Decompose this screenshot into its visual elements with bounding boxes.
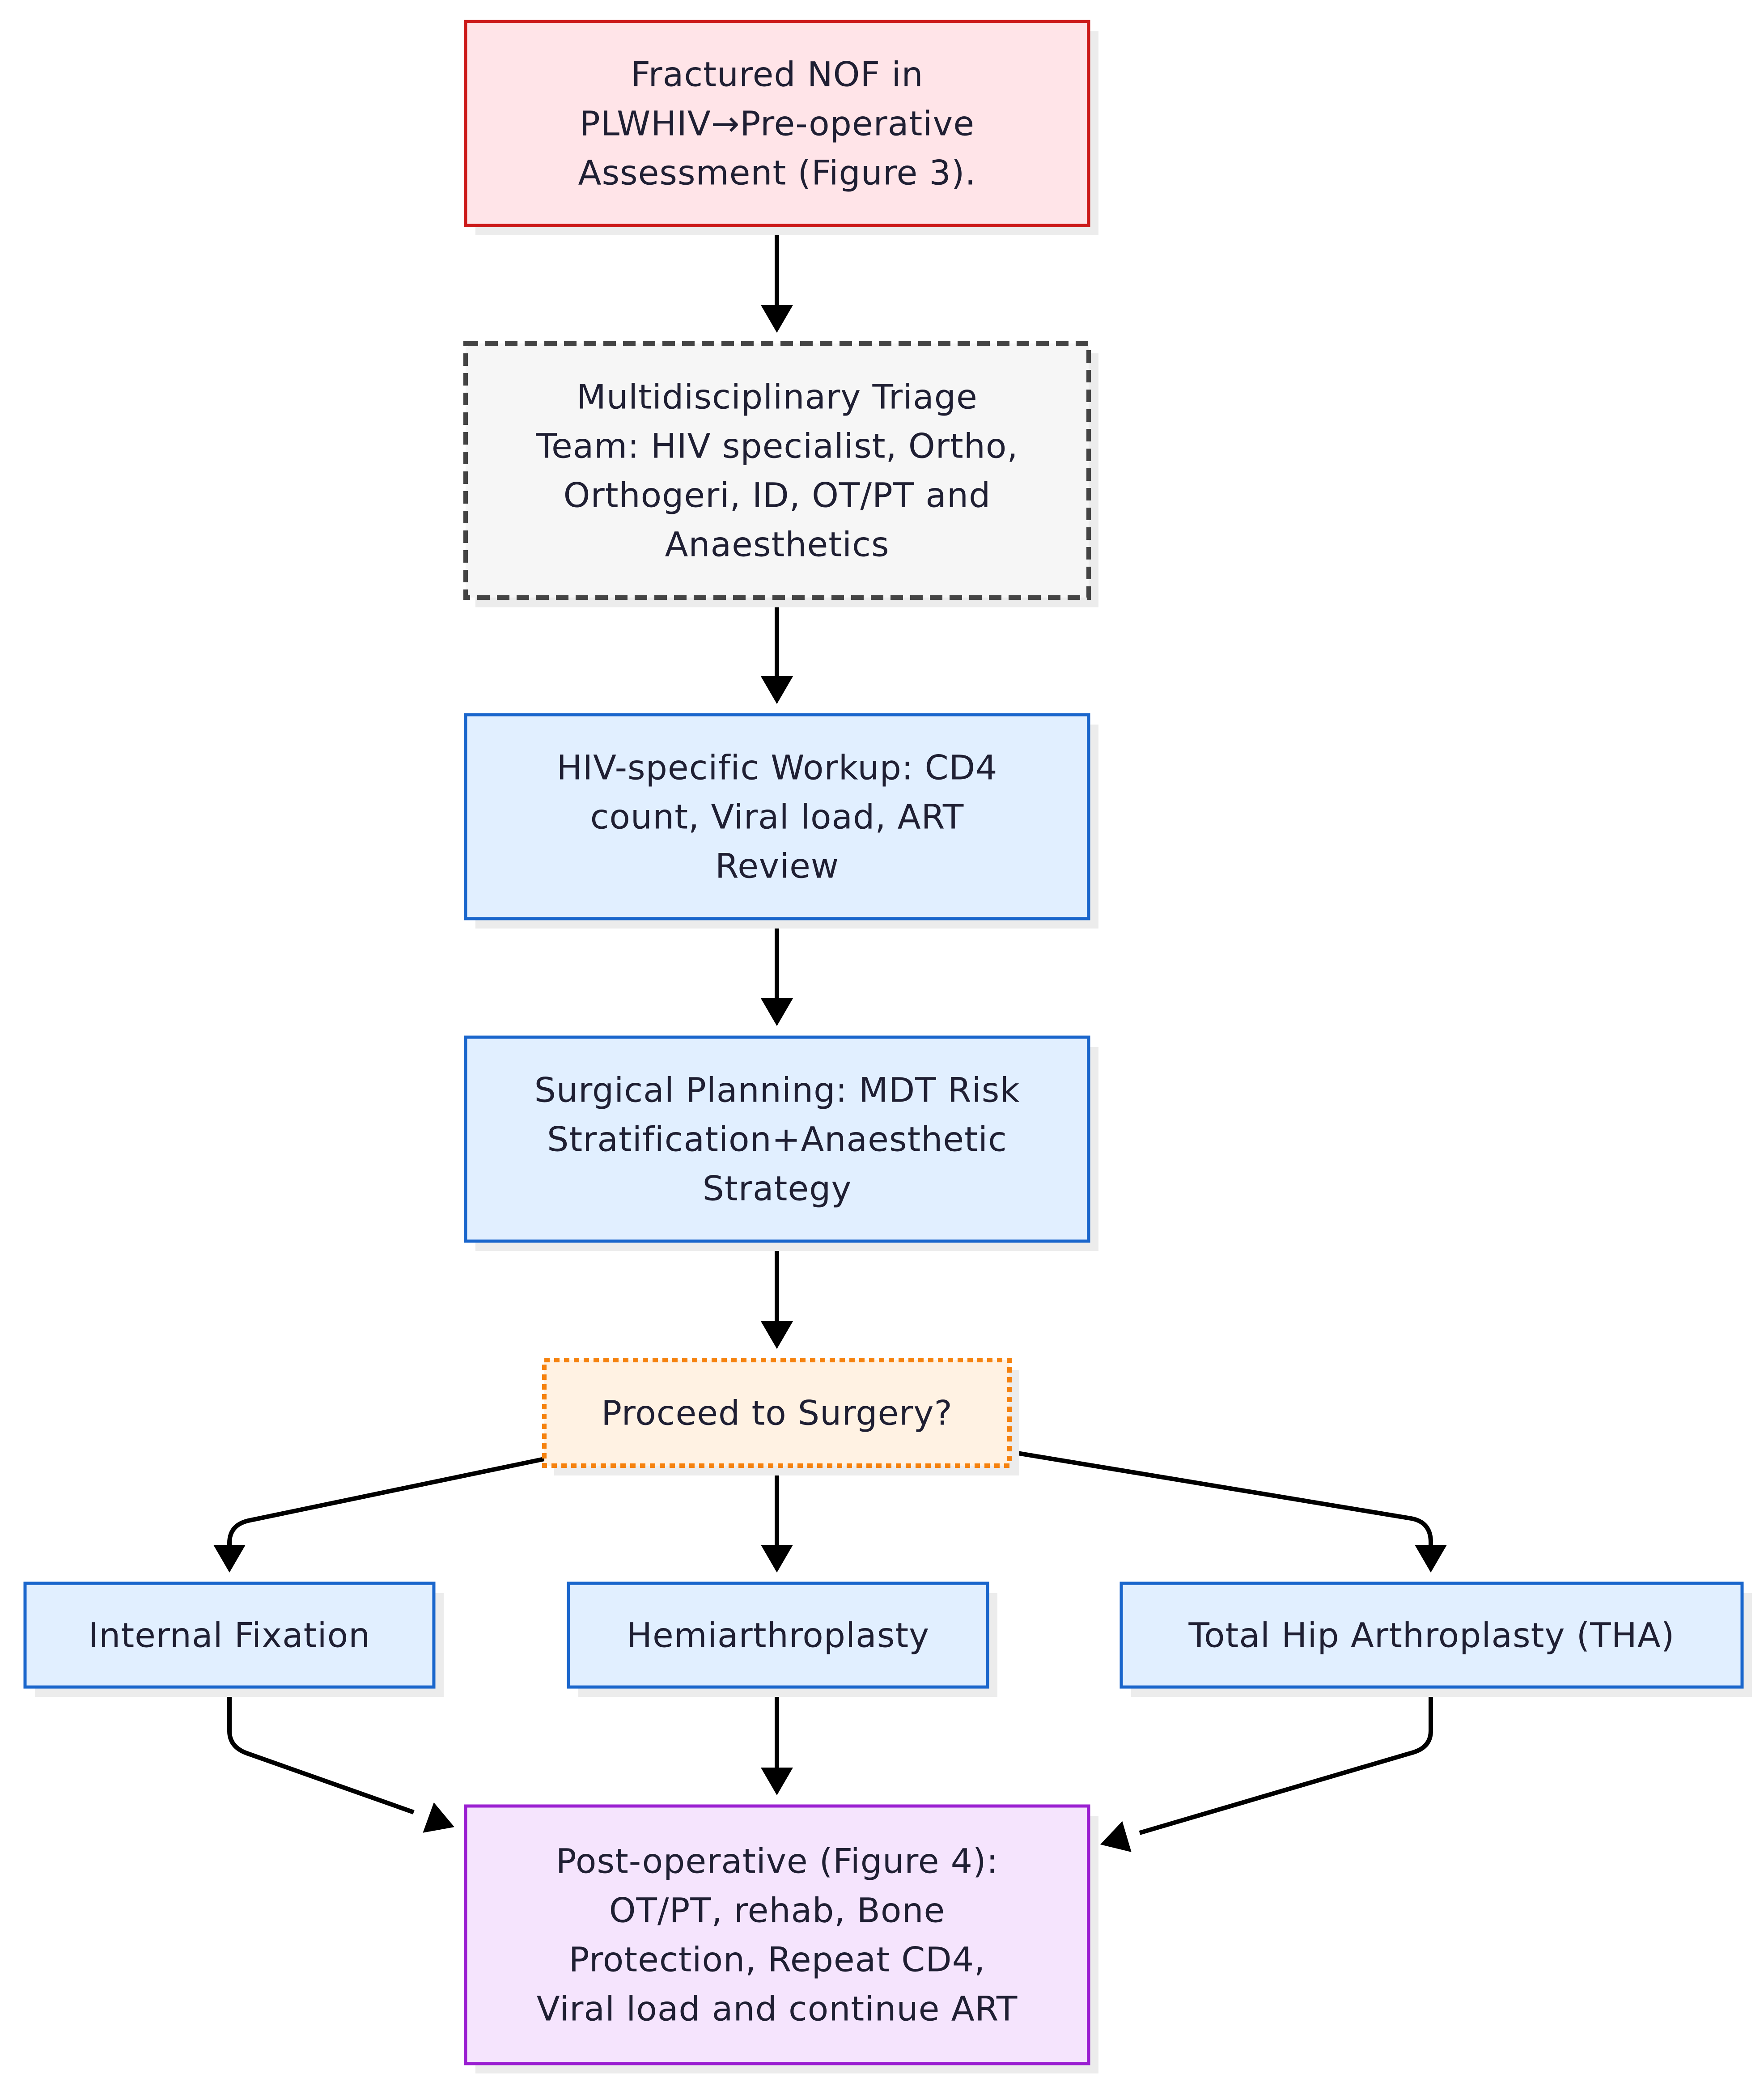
node-label-line: Strategy: [703, 1169, 852, 1208]
edge-line: [1139, 1687, 1433, 1835]
arrowhead: [761, 998, 793, 1026]
arrowhead: [761, 676, 793, 704]
node-tha: Total Hip Arthroplasty (THA): [1119, 1581, 1752, 1697]
node-label-line: Stratification+Anaesthetic: [547, 1119, 1007, 1159]
node-label-line: OT/PT, rehab, Bone: [609, 1891, 946, 1930]
node-label-line: Orthogeri, ID, OT/PT and: [564, 475, 991, 515]
edge-hemi-postop: [761, 1687, 793, 1795]
node-box: [464, 20, 1090, 227]
node-label-line: Total Hip Arthroplasty (THA): [1188, 1615, 1675, 1655]
node-hemi: Hemiarthroplasty: [567, 1581, 997, 1697]
node-label-line: Viral load and continue ART: [537, 1989, 1018, 2029]
node-box: [567, 1581, 989, 1689]
edge-tha-postop: [1100, 1687, 1433, 1852]
arrowhead: [761, 1321, 793, 1349]
node-label-line: Proceed to Surgery?: [601, 1393, 953, 1433]
node-label-line: Fractured NOF in: [631, 55, 923, 94]
arrowhead: [1415, 1545, 1447, 1573]
arrowhead: [1100, 1821, 1132, 1852]
edge-planning-decision: [761, 1241, 793, 1349]
node-preop: Fractured NOF in PLWHIV→Pre-operativeAsse…: [464, 20, 1098, 235]
node-box: [1119, 1581, 1744, 1689]
edges-layer: [213, 225, 1447, 1852]
node-label-line: Team: HIV specialist, Ortho,: [535, 426, 1018, 466]
arrowhead: [761, 305, 793, 333]
edge-fixation-postop: [227, 1687, 454, 1833]
edge-line: [227, 1457, 545, 1548]
arrowhead: [761, 1545, 793, 1573]
edge-mdt-workup: [761, 598, 793, 704]
node-label-line: Review: [715, 846, 839, 886]
arrowhead: [761, 1768, 793, 1795]
node-box: [464, 713, 1090, 920]
node-decision: Proceed to Surgery?: [542, 1358, 1019, 1475]
node-label-line: Anaesthetics: [665, 525, 889, 564]
node-label-line: Internal Fixation: [89, 1615, 371, 1655]
edge-decision-hemi: [761, 1466, 793, 1573]
node-box: [464, 1804, 1090, 2065]
edge-line: [227, 1687, 415, 1815]
edge-decision-tha: [1009, 1450, 1447, 1573]
edge-workup-planning: [761, 919, 793, 1026]
edge-decision-fixation: [213, 1457, 545, 1573]
node-fixation: Internal Fixation: [23, 1581, 444, 1697]
node-label-line: PLWHIV→Pre-operative: [580, 104, 975, 144]
node-label-line: Protection, Repeat CD4,: [569, 1940, 986, 1980]
arrowhead: [423, 1802, 454, 1833]
edge-preop-mdt: [761, 225, 793, 333]
nodes-layer: Fractured NOF in PLWHIV→Pre-operativeAsse…: [23, 20, 1752, 2073]
node-label-line: Multidisciplinary Triage: [577, 377, 977, 417]
edge-line: [1009, 1450, 1433, 1548]
node-label-line: Surgical Planning: MDT Risk: [534, 1070, 1020, 1110]
node-box: [463, 341, 1091, 600]
node-postop: Post-operative (Figure 4): OT/PT, rehab, …: [464, 1804, 1098, 2073]
node-box: [464, 1035, 1090, 1243]
arrowhead: [213, 1545, 246, 1573]
node-box: [23, 1581, 436, 1689]
node-label-line: Assessment (Figure 3).: [578, 153, 976, 193]
node-label-line: HIV-specific Workup: CD4: [556, 748, 997, 788]
node-box: [542, 1358, 1012, 1468]
node-planning: Surgical Planning: MDT RiskStratificatio…: [464, 1035, 1098, 1251]
node-label-line: Hemiarthroplasty: [627, 1615, 929, 1655]
node-label-line: count, Viral load, ART: [590, 797, 964, 837]
node-workup: HIV-specific Workup: CD4 count, Viral loa…: [464, 713, 1098, 929]
node-label-line: Post-operative (Figure 4):: [556, 1841, 998, 1881]
